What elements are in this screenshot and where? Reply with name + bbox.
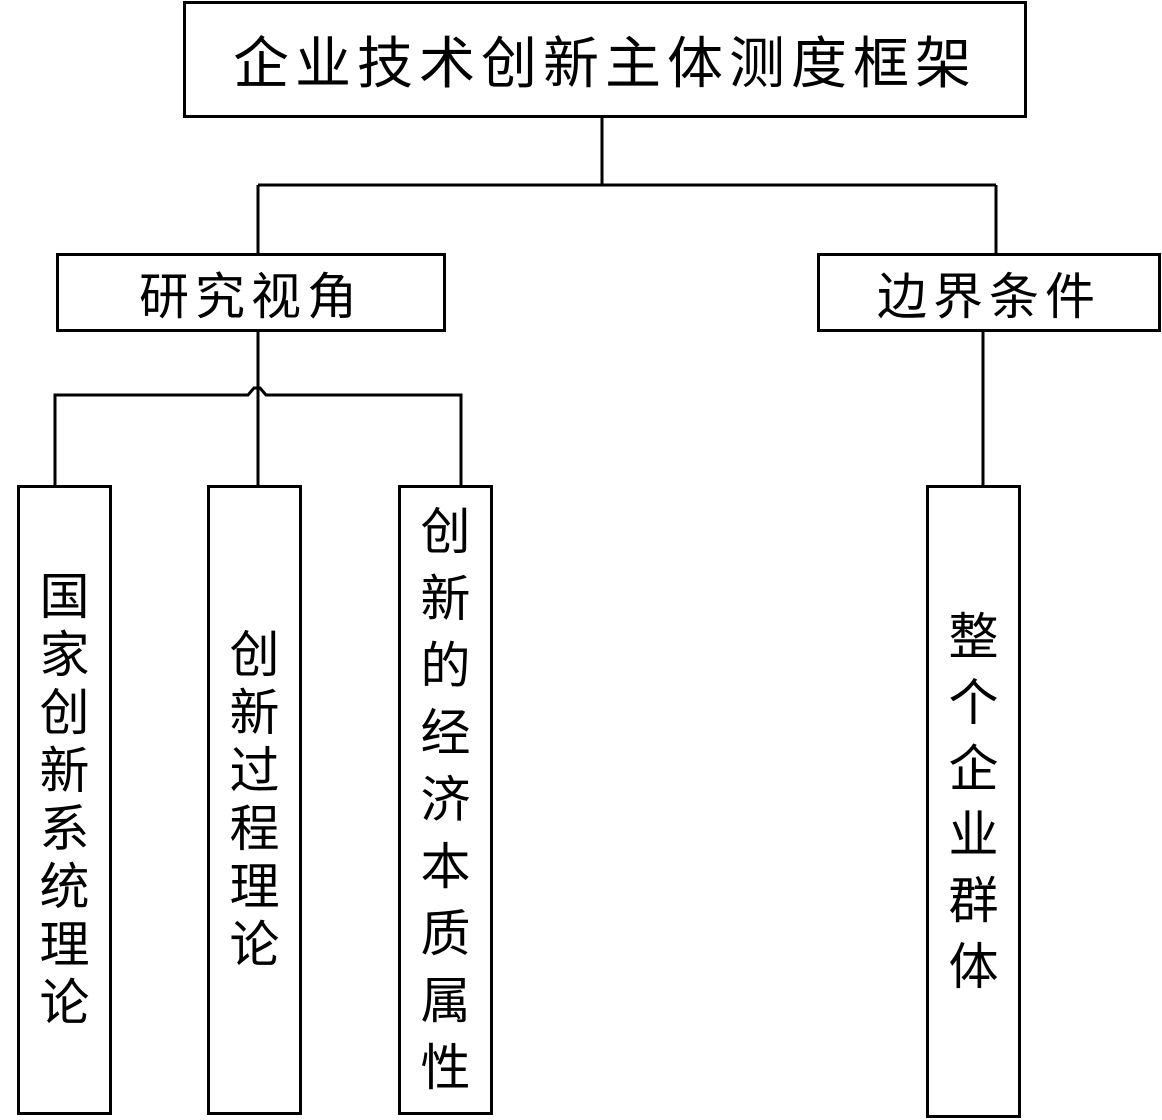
- leaf-node-box: 整个企业群体: [926, 485, 1021, 1118]
- leaf-node-box: 创新的经济本质属性: [398, 485, 493, 1115]
- perspective-node-box: 研究视角: [56, 253, 446, 332]
- perspective-node-label: 研究视角: [139, 267, 363, 326]
- boundary-node-label: 边界条件: [877, 267, 1101, 326]
- leaf-node-label: 国家创新系统理论: [39, 568, 90, 1032]
- leaf-node-box: 创新过程理论: [207, 485, 302, 1115]
- leaf-node-label: 创新过程理论: [229, 626, 280, 974]
- leaf-node-box: 国家创新系统理论: [17, 485, 112, 1115]
- leaf-node-label: 创新的经济本质属性: [420, 502, 471, 1097]
- root-node-label: 企业技术创新主体测度框架: [233, 32, 977, 97]
- root-node-box: 企业技术创新主体测度框架: [183, 1, 1027, 118]
- leaf-node-label: 整个企业群体: [948, 607, 999, 996]
- boundary-node-box: 边界条件: [817, 253, 1161, 332]
- level2-bus-line: [53, 386, 463, 485]
